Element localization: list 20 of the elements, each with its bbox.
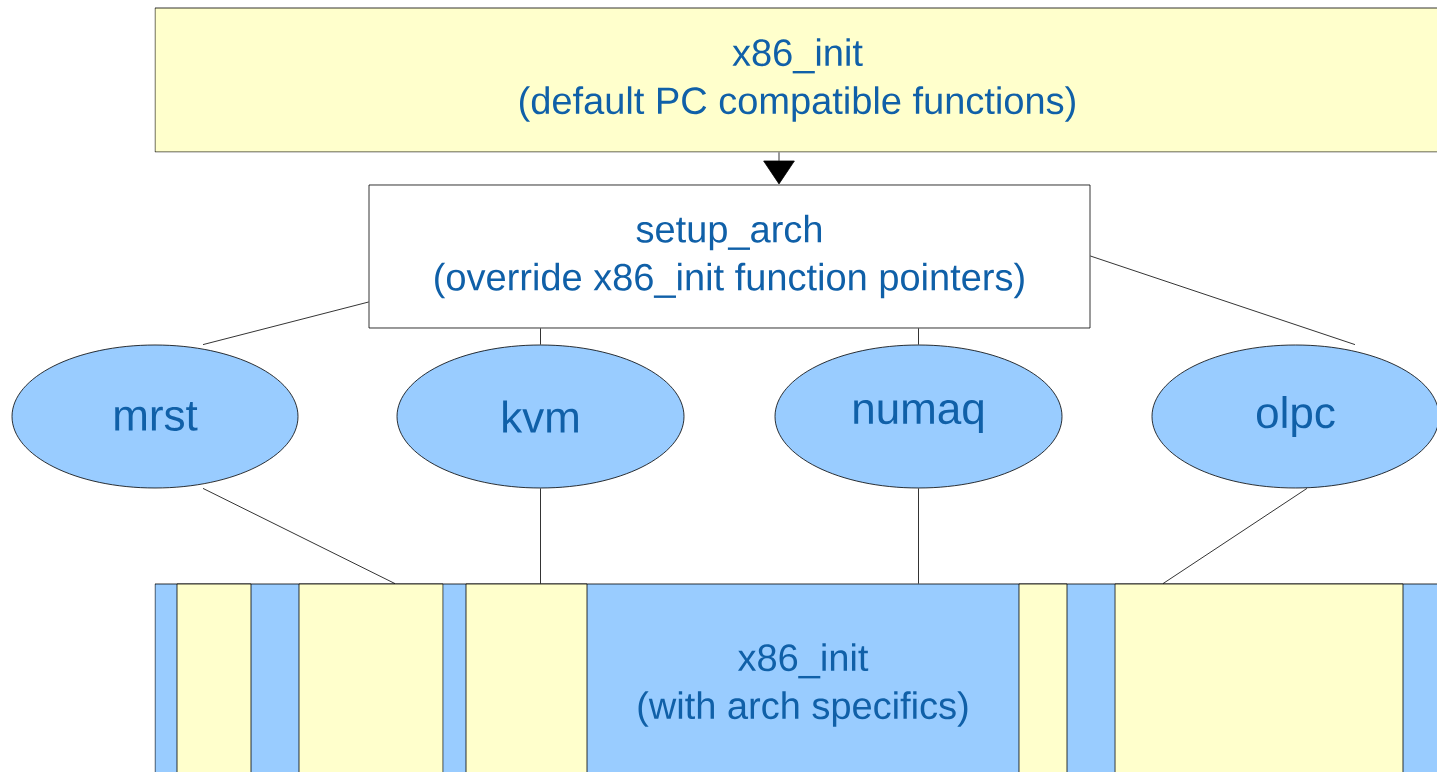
ellipse-node: mrst — [11, 344, 299, 489]
process-box: setup_arch (override x86_init function pointers) — [368, 184, 1091, 329]
ellipse-node: olpc — [1151, 344, 1437, 489]
ellipse-node: kvm — [396, 344, 685, 489]
stripe-box — [1018, 583, 1068, 772]
connector — [918, 328, 919, 345]
stripe-box — [1114, 583, 1404, 772]
ellipse-node: numaq — [774, 344, 1063, 489]
connector — [1162, 488, 1308, 584]
connector — [202, 488, 396, 584]
connector — [202, 301, 369, 345]
stripe-box — [176, 583, 252, 772]
connector — [1090, 255, 1356, 345]
connector — [540, 328, 541, 345]
connector — [918, 488, 919, 584]
connector — [540, 488, 541, 584]
process-box: x86_init (default PC compatible functions) — [154, 7, 1437, 153]
stripe-box — [465, 583, 588, 772]
connector — [763, 152, 795, 185]
stripe-box — [298, 583, 444, 772]
